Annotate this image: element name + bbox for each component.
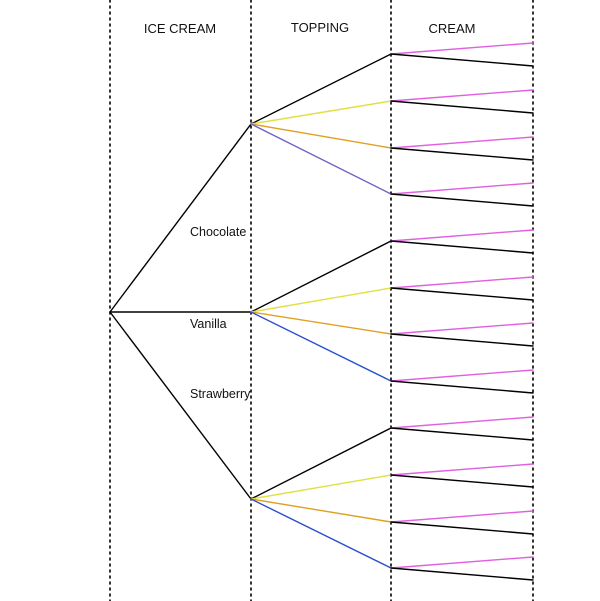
topping-branch-3-2: [250, 474, 392, 500]
cream-branch-1-2-2: [390, 100, 534, 114]
topping-branch-1-3: [250, 123, 392, 149]
cream-branch-3-3-2: [390, 521, 534, 535]
topping-branch-1-1: [250, 53, 392, 125]
cream-branch-2-4-2: [390, 380, 534, 394]
cream-branch-2-3-2: [390, 333, 534, 347]
topping-branch-1-4: [250, 123, 392, 195]
topping-branch-3-3: [250, 498, 392, 523]
cream-branch-2-1-2: [390, 240, 534, 254]
topping-branch-1-2: [250, 100, 392, 125]
cream-branch-1-4-1: [390, 182, 534, 195]
cream-branch-1-1-2: [390, 53, 534, 67]
cream-branch-1-3-2: [390, 147, 534, 161]
tree-edges: [109, 42, 534, 581]
topping-branch-3-1: [250, 427, 392, 500]
cream-branch-3-2-2: [390, 474, 534, 488]
label-vanilla: Vanilla: [190, 317, 227, 331]
cream-branch-3-4-1: [390, 556, 534, 569]
header-ice-cream: ICE CREAM: [144, 21, 216, 36]
cream-branch-3-4-2: [390, 567, 534, 581]
ice-cream-branch-1: [109, 123, 252, 313]
topping-branch-3-4: [250, 498, 392, 569]
header-topping: TOPPING: [291, 20, 349, 35]
topping-branch-2-1: [250, 240, 392, 313]
cream-branch-2-1-1: [390, 229, 534, 242]
topping-branch-2-3: [250, 311, 392, 335]
label-chocolate: Chocolate: [190, 225, 246, 239]
header-cream: CREAM: [429, 21, 476, 36]
cream-branch-2-3-1: [390, 322, 534, 335]
cream-branch-1-3-1: [390, 136, 534, 149]
cream-branch-1-1-1: [390, 42, 534, 55]
cream-branch-2-2-2: [390, 287, 534, 301]
cream-branch-1-2-1: [390, 89, 534, 102]
text-layer: ICE CREAM TOPPING CREAM Chocolate Vanill…: [144, 20, 476, 401]
cream-branch-2-4-1: [390, 369, 534, 382]
cream-branch-3-1-1: [390, 416, 534, 429]
label-strawberry: Strawberry: [190, 387, 251, 401]
cream-branch-2-2-1: [390, 276, 534, 289]
cream-branch-3-2-1: [390, 463, 534, 476]
ice-cream-branch-3: [109, 311, 252, 500]
cream-branch-1-4-2: [390, 193, 534, 207]
cream-branch-3-3-1: [390, 510, 534, 523]
topping-branch-2-4: [250, 311, 392, 382]
cream-branch-3-1-2: [390, 427, 534, 441]
topping-branch-2-2: [250, 287, 392, 313]
